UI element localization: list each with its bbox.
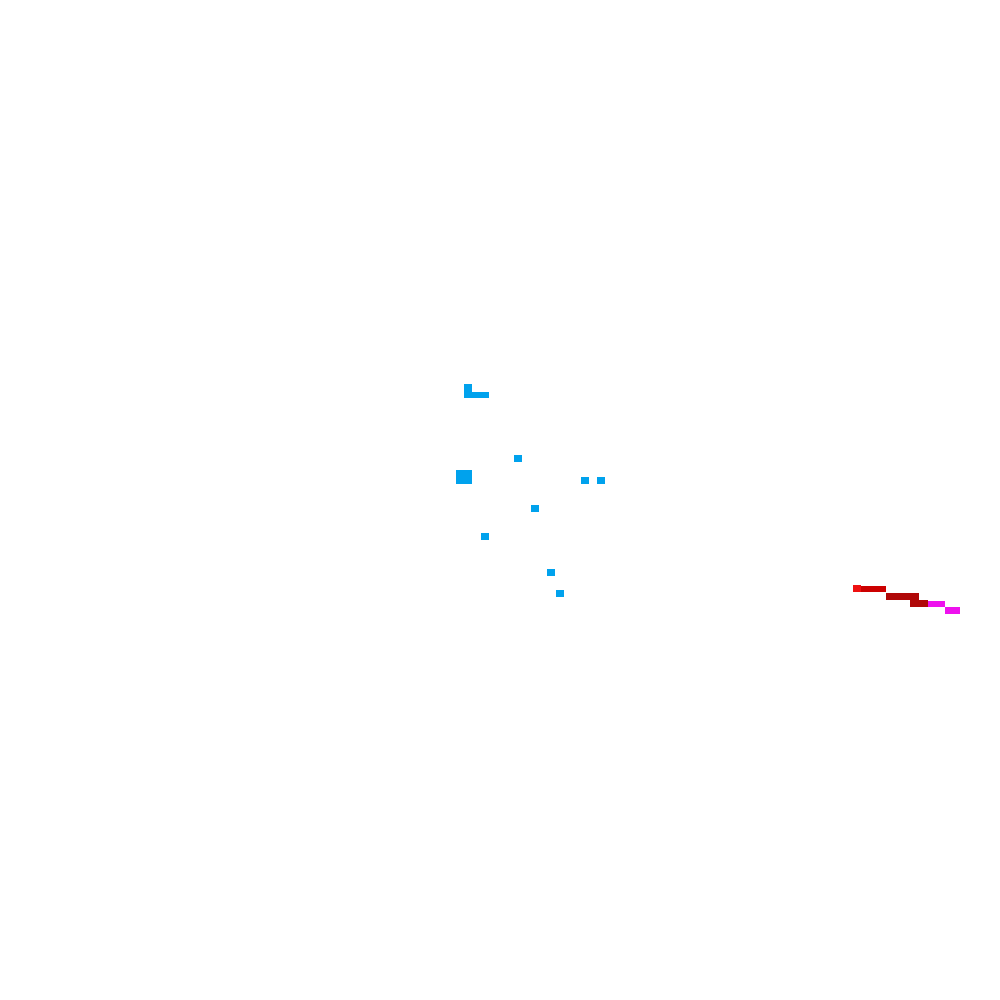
- snake-segment: [928, 601, 945, 607]
- food-pellet: [581, 477, 589, 484]
- food-pellet: [556, 590, 564, 597]
- food-pellet: [481, 533, 489, 540]
- food-pellet: [597, 477, 605, 484]
- food-pellet: [547, 569, 555, 576]
- snake-head: [853, 585, 861, 592]
- snake-tail: [945, 607, 960, 614]
- food-pellet: [531, 505, 539, 512]
- snake-segment: [861, 586, 886, 592]
- food-pellet: [464, 384, 472, 398]
- food-pellet: [456, 470, 472, 484]
- snake-segment: [886, 593, 919, 600]
- snake-segment: [910, 600, 928, 607]
- food-pellet: [472, 392, 489, 398]
- food-pellet: [514, 455, 522, 462]
